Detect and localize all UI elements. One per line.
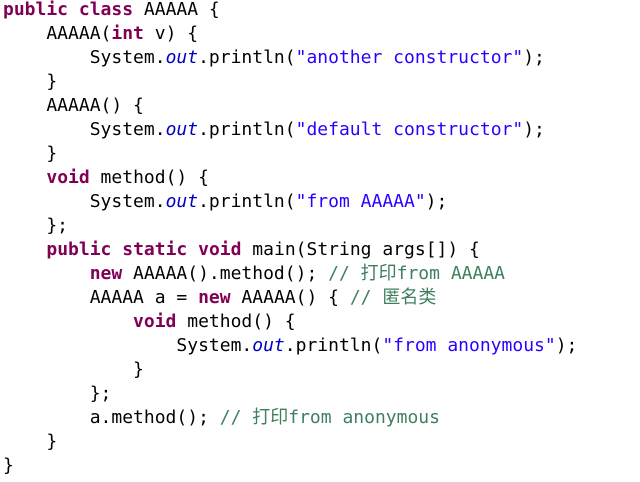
code-token: AAAAA { bbox=[133, 0, 220, 20]
code-keyword: void bbox=[133, 311, 177, 332]
code-line[interactable]: } bbox=[3, 358, 144, 382]
code-token bbox=[187, 239, 198, 260]
code-token: main(String args[]) { bbox=[241, 239, 480, 260]
code-line[interactable]: System.out.println("from AAAAA"); bbox=[3, 190, 448, 214]
code-token: } bbox=[3, 455, 14, 476]
code-token: method() { bbox=[176, 311, 296, 332]
code-token: System. bbox=[3, 191, 166, 212]
code-token: AAAAA() { bbox=[3, 95, 144, 116]
code-token: AAAAA a = bbox=[3, 287, 199, 308]
code-line[interactable]: }; bbox=[3, 382, 112, 406]
code-token: AAAAA().method(); bbox=[122, 263, 329, 284]
code-token: } bbox=[3, 359, 144, 380]
code-token bbox=[68, 0, 79, 20]
code-keyword: static bbox=[122, 239, 188, 260]
code-comment: // 打印from anonymous bbox=[219, 407, 440, 428]
code-line[interactable]: public class AAAAA { bbox=[3, 0, 220, 22]
code-keyword: public bbox=[3, 0, 69, 20]
code-field: out bbox=[165, 47, 199, 68]
code-token bbox=[3, 167, 46, 188]
code-token: method() { bbox=[89, 167, 209, 188]
code-keyword: void bbox=[46, 167, 90, 188]
code-token: AAAAA( bbox=[3, 23, 112, 44]
code-token: System. bbox=[3, 119, 166, 140]
code-token: .println( bbox=[284, 335, 383, 356]
code-token: } bbox=[3, 71, 58, 92]
code-line[interactable]: AAAAA(int v) { bbox=[3, 22, 198, 46]
code-line[interactable]: AAAAA() { bbox=[3, 94, 144, 118]
code-keyword: new bbox=[89, 263, 123, 284]
code-keyword: public bbox=[46, 239, 112, 260]
code-line[interactable]: System.out.println("another constructor"… bbox=[3, 46, 545, 70]
code-string: "from AAAAA" bbox=[295, 191, 426, 212]
code-token: .println( bbox=[198, 47, 296, 68]
code-line[interactable]: new AAAAA().method(); // 打印from AAAAA bbox=[3, 262, 505, 286]
code-line[interactable]: } bbox=[3, 70, 57, 94]
code-field: out bbox=[252, 335, 285, 356]
code-string: "default constructor" bbox=[295, 119, 524, 140]
code-token: ); bbox=[425, 191, 448, 212]
code-field: out bbox=[165, 119, 199, 140]
code-token: AAAAA() { bbox=[230, 287, 350, 308]
code-token bbox=[111, 239, 122, 260]
code-token: .println( bbox=[198, 191, 296, 212]
code-token: System. bbox=[3, 335, 253, 356]
code-token: .println( bbox=[198, 119, 296, 140]
code-token: ); bbox=[555, 335, 578, 356]
code-string: "from anonymous" bbox=[382, 335, 556, 356]
code-string: "another constructor" bbox=[295, 47, 524, 68]
code-line[interactable]: void method() { bbox=[3, 310, 296, 334]
code-line[interactable]: }; bbox=[3, 214, 68, 238]
code-keyword: class bbox=[78, 0, 134, 20]
code-comment: // 匿名类 bbox=[349, 287, 437, 308]
code-line[interactable]: System.out.println("default constructor"… bbox=[3, 118, 545, 142]
code-field: out bbox=[165, 191, 199, 212]
code-line[interactable]: } bbox=[3, 142, 57, 166]
code-line[interactable]: System.out.println("from anonymous"); bbox=[3, 334, 577, 358]
code-line[interactable]: public static void main(String args[]) { bbox=[3, 238, 480, 262]
code-token: }; bbox=[3, 383, 112, 404]
code-line[interactable]: } bbox=[3, 454, 14, 478]
code-token: }; bbox=[3, 215, 69, 236]
code-line[interactable]: AAAAA a = new AAAAA() { // 匿名类 bbox=[3, 286, 437, 310]
code-token: System. bbox=[3, 47, 166, 68]
code-token: ); bbox=[523, 119, 545, 140]
code-keyword: int bbox=[111, 23, 144, 44]
code-token bbox=[3, 239, 46, 260]
code-token: a.method(); bbox=[3, 407, 220, 428]
code-keyword: new bbox=[198, 287, 231, 308]
code-token: } bbox=[3, 431, 58, 452]
code-token: v) { bbox=[143, 23, 199, 44]
code-token bbox=[3, 311, 133, 332]
code-keyword: void bbox=[198, 239, 242, 260]
code-line[interactable]: void method() { bbox=[3, 166, 209, 190]
code-line[interactable]: a.method(); // 打印from anonymous bbox=[3, 406, 440, 430]
code-token: } bbox=[3, 143, 58, 164]
code-comment: // 打印from AAAAA bbox=[328, 263, 506, 284]
code-token: ); bbox=[523, 47, 545, 68]
code-line[interactable]: } bbox=[3, 430, 57, 454]
code-token bbox=[3, 263, 90, 284]
